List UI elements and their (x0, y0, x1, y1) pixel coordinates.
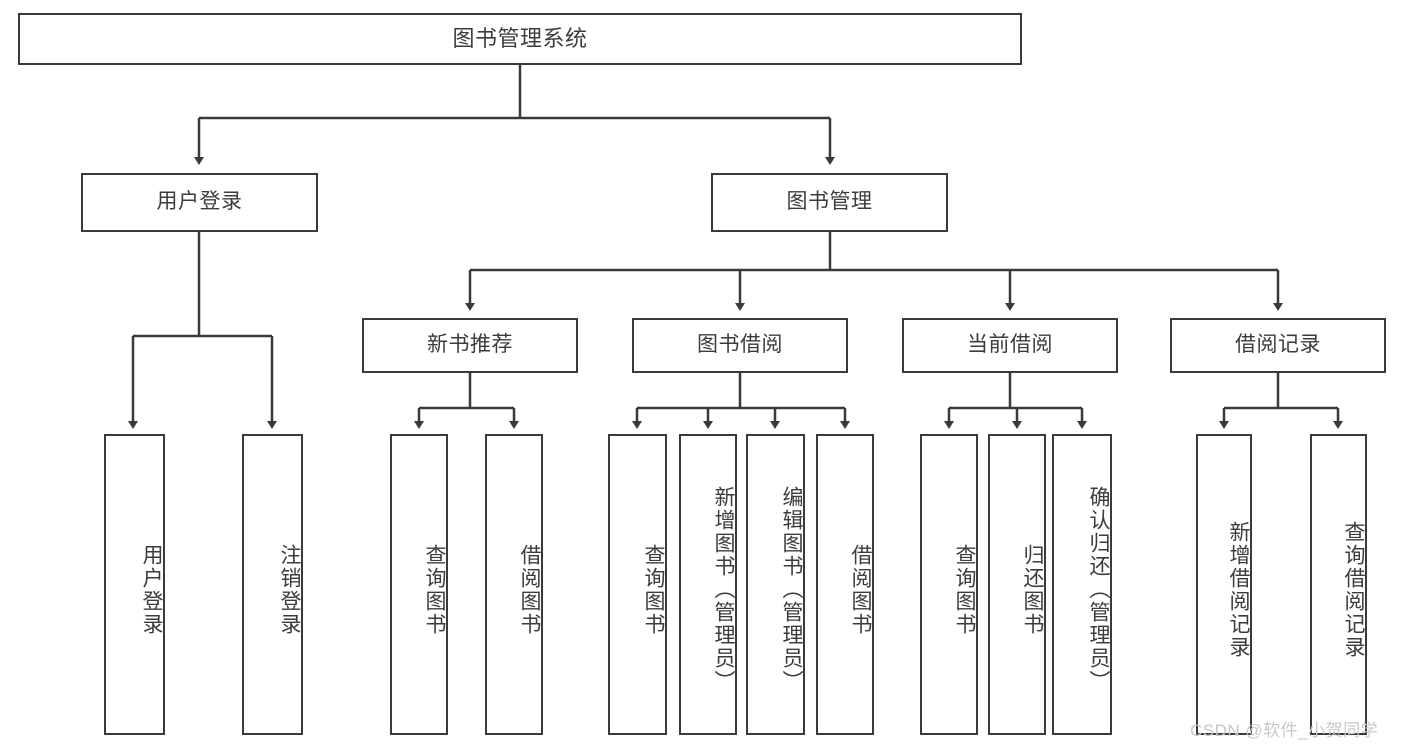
node-book-borrow[interactable]: 图书借阅 (632, 318, 848, 373)
node-root-system[interactable]: 图书管理系统 (18, 13, 1022, 65)
leaf-add-book-admin[interactable]: 新增图书（管理员） (679, 434, 737, 735)
leaf-query-borrow-record[interactable]: 查询借阅记录 (1310, 434, 1367, 735)
leaf-user-login[interactable]: 用户登录 (104, 434, 165, 735)
node-user-login[interactable]: 用户登录 (81, 173, 318, 232)
leaf-edit-book-admin[interactable]: 编辑图书（管理员） (746, 434, 805, 735)
node-borrow-record[interactable]: 借阅记录 (1170, 318, 1386, 373)
leaf-query-book-borrow[interactable]: 查询图书 (608, 434, 667, 735)
node-new-book-recommend[interactable]: 新书推荐 (362, 318, 578, 373)
leaf-borrow-book-borrow[interactable]: 借阅图书 (816, 434, 874, 735)
leaf-user-logout[interactable]: 注销登录 (242, 434, 303, 735)
leaf-query-book-recommend[interactable]: 查询图书 (390, 434, 448, 735)
leaf-confirm-return-admin[interactable]: 确认归还（管理员） (1052, 434, 1112, 735)
node-book-manage[interactable]: 图书管理 (711, 173, 948, 232)
leaf-add-borrow-record[interactable]: 新增借阅记录 (1196, 434, 1252, 735)
csdn-watermark: CSDN @软件_小贺同学 (1190, 721, 1379, 740)
leaf-borrow-book-recommend[interactable]: 借阅图书 (485, 434, 543, 735)
leaf-return-book[interactable]: 归还图书 (988, 434, 1046, 735)
leaf-query-book-current[interactable]: 查询图书 (920, 434, 978, 735)
node-current-borrow[interactable]: 当前借阅 (902, 318, 1118, 373)
